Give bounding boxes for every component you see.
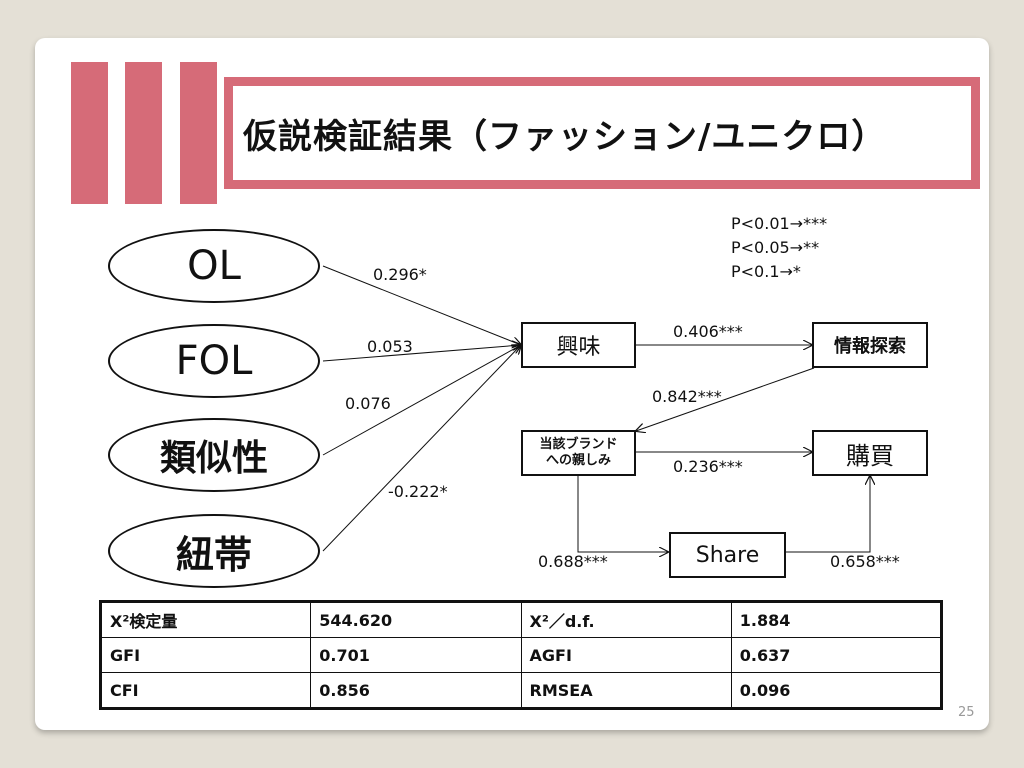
page-number: 25 [958, 705, 975, 720]
table-row: GFI 0.701 AGFI 0.637 [99, 637, 943, 673]
coef-fol-interest: 0.053 [367, 337, 413, 356]
construct-ol-label: OL [187, 243, 241, 289]
table-cell: X²検定量 [99, 601, 312, 638]
legend-line-1: P<0.01→*** [731, 214, 828, 233]
table-row: CFI 0.856 RMSEA 0.096 [99, 672, 943, 709]
construct-interest: 興味 [521, 322, 636, 368]
coef-interest-info: 0.406*** [673, 322, 743, 341]
table-cell: RMSEA [520, 672, 732, 709]
coef-affinity-purchase: 0.236*** [673, 457, 743, 476]
table-cell: GFI [99, 637, 312, 673]
coef-info-affinity: 0.842*** [652, 387, 722, 406]
table-cell: X²／d.f. [520, 601, 732, 638]
construct-bond-label: 紐帯 [175, 532, 252, 577]
table-row: X²検定量 544.620 X²／d.f. 1.884 [99, 601, 943, 638]
table-cell: 0.856 [310, 672, 522, 709]
table-cell: 0.096 [730, 672, 943, 709]
slide-title: 仮説検証結果（ファッション/ユニクロ） [243, 116, 887, 157]
legend-line-2: P<0.05→** [731, 238, 820, 257]
construct-brand-affinity: 当該ブランド への親しみ [521, 430, 636, 476]
arrow-similarity-interest [322, 345, 521, 456]
table-cell: CFI [99, 672, 312, 709]
arrow-info-affinity [636, 367, 815, 431]
table-cell: AGFI [520, 637, 732, 673]
arrow-affinity-share [577, 475, 668, 552]
arrow-share-purchase [786, 476, 870, 553]
construct-info-search-label: 情報探索 [834, 336, 906, 357]
construct-purchase: 購買 [812, 430, 928, 476]
construct-fol: FOL [108, 324, 320, 398]
legend-line-3: P<0.1→* [731, 262, 801, 281]
table-cell: 544.620 [310, 601, 522, 638]
construct-ol: OL [108, 229, 320, 303]
arrow-fol-interest [322, 345, 521, 362]
decor-bar-2 [125, 62, 162, 204]
construct-share-label: Share [695, 542, 760, 568]
construct-purchase-label: 購買 [846, 441, 894, 470]
construct-similarity-label: 類似性 [159, 438, 268, 479]
coef-bond-interest: -0.222* [388, 482, 448, 501]
construct-info-search: 情報探索 [812, 322, 928, 368]
table-cell: 0.637 [730, 637, 943, 673]
decor-bar-3 [180, 62, 217, 204]
coef-affinity-share: 0.688*** [538, 552, 608, 571]
construct-share: Share [669, 532, 786, 578]
coef-share-purchase: 0.658*** [830, 552, 900, 571]
table-cell: 0.701 [310, 637, 522, 673]
construct-brand-affinity-label: 当該ブランド への親しみ [539, 437, 618, 468]
significance-legend: P<0.01→*** P<0.05→** P<0.1→* [731, 212, 827, 284]
fit-index-table: X²検定量 544.620 X²／d.f. 1.884 GFI 0.701 AG… [99, 600, 943, 710]
decor-bar-1 [71, 62, 108, 204]
table-cell: 1.884 [730, 601, 943, 638]
construct-bond: 紐帯 [108, 514, 320, 588]
arrow-ol-interest [322, 265, 521, 345]
title-box: 仮説検証結果（ファッション/ユニクロ） [233, 86, 971, 180]
coef-similarity-interest: 0.076 [345, 394, 391, 413]
construct-fol-label: FOL [175, 338, 253, 384]
construct-similarity: 類似性 [108, 418, 320, 492]
coef-ol-interest: 0.296* [373, 265, 427, 284]
arrow-bond-interest [322, 345, 521, 552]
construct-interest-label: 興味 [556, 335, 601, 360]
